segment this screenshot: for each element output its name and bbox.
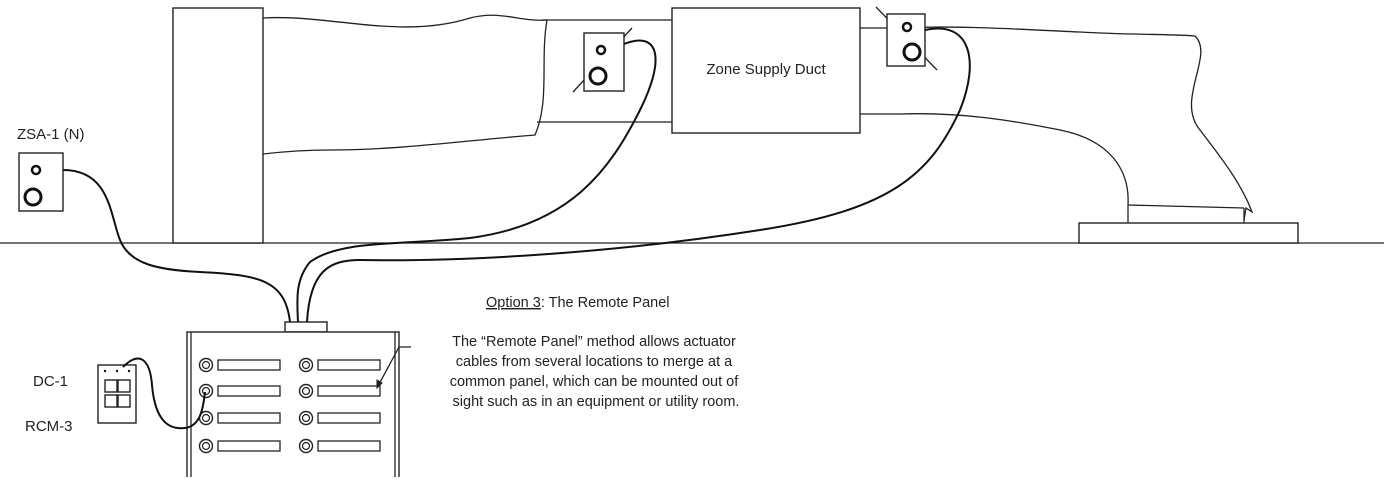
diffuser-neck-top (1127, 204, 1245, 209)
port-slot (317, 385, 381, 397)
cable-actuator-2 (306, 27, 971, 323)
air-handler-unit (172, 7, 264, 244)
actuator-knob-icon (902, 42, 922, 62)
port-core-icon (201, 360, 211, 370)
dc-label: DC-1 (33, 373, 68, 390)
port-slot (217, 359, 281, 371)
keypad-key-icon (104, 394, 118, 408)
port-ring-icon (298, 410, 314, 426)
panel-port (198, 357, 281, 373)
port-core-icon (301, 441, 311, 451)
description-line-3: common panel, which can be mounted out o… (450, 374, 740, 390)
panel-port (298, 410, 381, 426)
port-ring-icon (298, 357, 314, 373)
port-ring-icon (298, 438, 314, 454)
ceiling-diffuser (1078, 222, 1299, 244)
sensor-knob-icon (23, 187, 43, 207)
keypad-key-icon (117, 379, 131, 393)
port-slot (317, 412, 381, 424)
zsa-sensor (18, 152, 64, 212)
description-line-4: sight such as in an equipment or utility… (453, 394, 740, 410)
port-slot (217, 412, 281, 424)
port-slot (317, 359, 381, 371)
zsa-label: ZSA-1 (N) (17, 126, 85, 143)
port-core-icon (201, 441, 211, 451)
flex-duct-left (262, 14, 548, 155)
port-ring-icon (198, 438, 214, 454)
option-description: The “Remote Panel” method allows actuato… (450, 334, 743, 410)
zone-supply-duct (671, 7, 861, 134)
flex-duct-elbow-inner (899, 113, 1129, 206)
panel-port (298, 357, 381, 373)
panel-conduit-entry (284, 321, 328, 333)
cable-zsa (62, 169, 291, 323)
port-slot (217, 385, 281, 397)
callout-pointer (376, 346, 411, 389)
option-heading-suffix: : The Remote Panel (541, 295, 670, 311)
keypad-key-icon (104, 379, 118, 393)
description-line-2: cables from several locations to merge a… (456, 354, 733, 370)
damper-actuator-2 (875, 6, 938, 71)
panel-port (298, 438, 381, 454)
port-ring-icon (198, 357, 214, 373)
option-heading: Option 3: The Remote Panel (486, 295, 670, 311)
cable-keypad (122, 357, 206, 430)
actuator-indicator-icon (595, 44, 607, 56)
callout-arrowhead (376, 379, 383, 390)
actuator-knob-icon (588, 66, 608, 86)
rcm-label: RCM-3 (25, 418, 73, 435)
port-core-icon (301, 360, 311, 370)
cable-actuator-1 (296, 39, 657, 323)
actuator-indicator-icon (901, 21, 913, 33)
port-core-icon (201, 413, 211, 423)
panel-port (198, 383, 281, 399)
damper-actuator-1 (572, 27, 633, 93)
keypad-remote (97, 364, 137, 424)
panel-port (298, 383, 381, 399)
port-core-icon (301, 413, 311, 423)
port-ring-icon (198, 383, 214, 399)
port-slot (217, 440, 281, 452)
panel-port (198, 438, 281, 454)
port-core-icon (301, 386, 311, 396)
keypad-key-icon (117, 394, 131, 408)
option-heading-prefix: Option 3 (486, 295, 541, 311)
zone-supply-duct-label: Zone Supply Duct (706, 61, 826, 78)
sensor-indicator-icon (30, 164, 42, 176)
description-line-1: The “Remote Panel” method allows actuato… (452, 334, 736, 350)
flex-duct-elbow (899, 26, 1254, 221)
port-ring-icon (298, 383, 314, 399)
remote-panel (186, 321, 400, 482)
port-slot (317, 440, 381, 452)
port-core-icon (201, 386, 211, 396)
